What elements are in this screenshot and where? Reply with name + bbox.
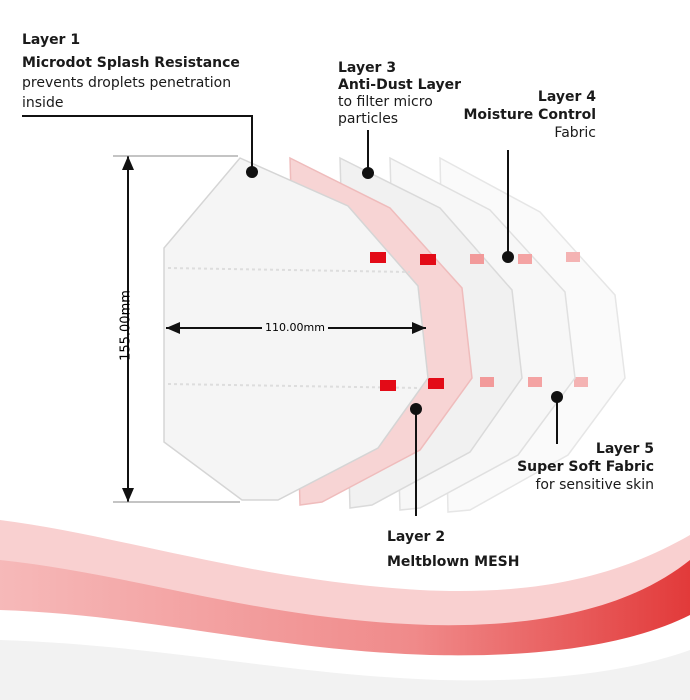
layer-2-title: Layer 2 (387, 529, 446, 545)
height-dimension (113, 155, 240, 503)
layer-5-label: Layer 5 Super Soft Fabric for sensitive … (460, 440, 654, 494)
layer-4-desc: Fabric (554, 125, 596, 141)
layer-3-desc: to filter micro particles (338, 94, 433, 127)
layer-4-name: Moisture Control (463, 107, 597, 123)
layer-1-desc: prevents droplets penetration inside (22, 75, 232, 111)
layer-1-title: Layer 1 (22, 32, 81, 48)
layer-1-name: Microdot Splash Resistance (22, 55, 240, 71)
height-dimension-label: 155.00mm (118, 290, 134, 361)
layer-4-title: Layer 4 (537, 89, 596, 105)
layer-2-name: Meltblown MESH (387, 554, 520, 570)
leader-lines (22, 115, 558, 516)
width-dimension-label: 110.00mm (265, 321, 325, 334)
layer-5-name: Super Soft Fabric (517, 459, 654, 475)
layer-4-label: Layer 4 Moisture Control Fabric (440, 88, 597, 142)
layer-5-title: Layer 5 (595, 441, 654, 457)
layer-2-label: Layer 2 Meltblown MESH (387, 527, 587, 572)
layer-3-label: Layer 3 Anti-Dust Layer to filter micro … (338, 60, 498, 128)
decorative-wave (0, 520, 690, 700)
layer-3-name: Anti-Dust Layer (338, 77, 462, 93)
leader-dots (246, 166, 563, 415)
layer-5-desc: for sensitive skin (535, 477, 654, 493)
layer-3-title: Layer 3 (338, 60, 397, 76)
width-dimension (166, 320, 426, 336)
layer-1-label: Layer 1 Microdot Splash Resistance preve… (22, 30, 322, 113)
